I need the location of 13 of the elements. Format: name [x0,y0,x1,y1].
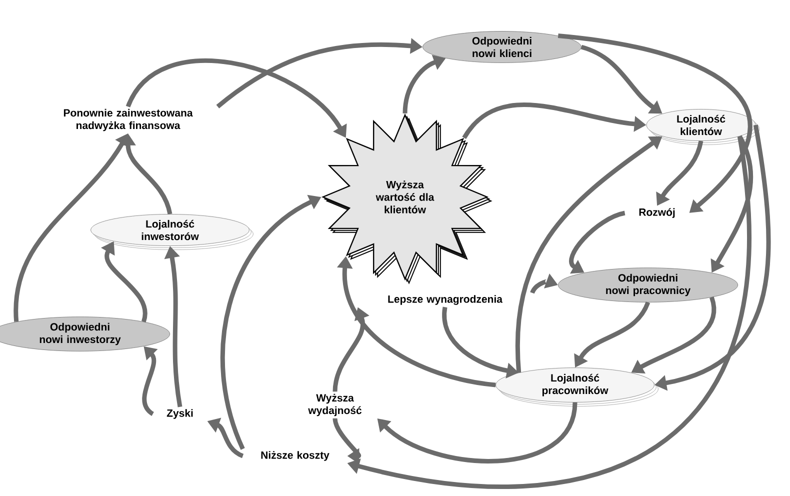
double-ellipse-node: Lojalność inwestorów [90,214,254,250]
double-ellipse-node: Lojalność pracowników [496,368,658,406]
node-label: Niższe koszty [261,451,330,461]
arrow [558,34,752,213]
node-label: Rozwój [639,208,675,218]
node-label: Wyższa wydajność [308,394,362,416]
double-ellipse-node: Lojalność klientów [646,109,760,145]
ellipse-node: Odpowiedni nowi pracownicy [558,268,738,302]
node-label: Zyski [166,409,193,419]
ellipse-node: Odpowiedni nowi klienci [422,31,582,63]
arrow [332,418,361,464]
node-label: Lepsze wynagrodzenia [388,295,503,305]
node-label: Ponownie zainwestowana nadwyżka finansowa [64,108,193,132]
